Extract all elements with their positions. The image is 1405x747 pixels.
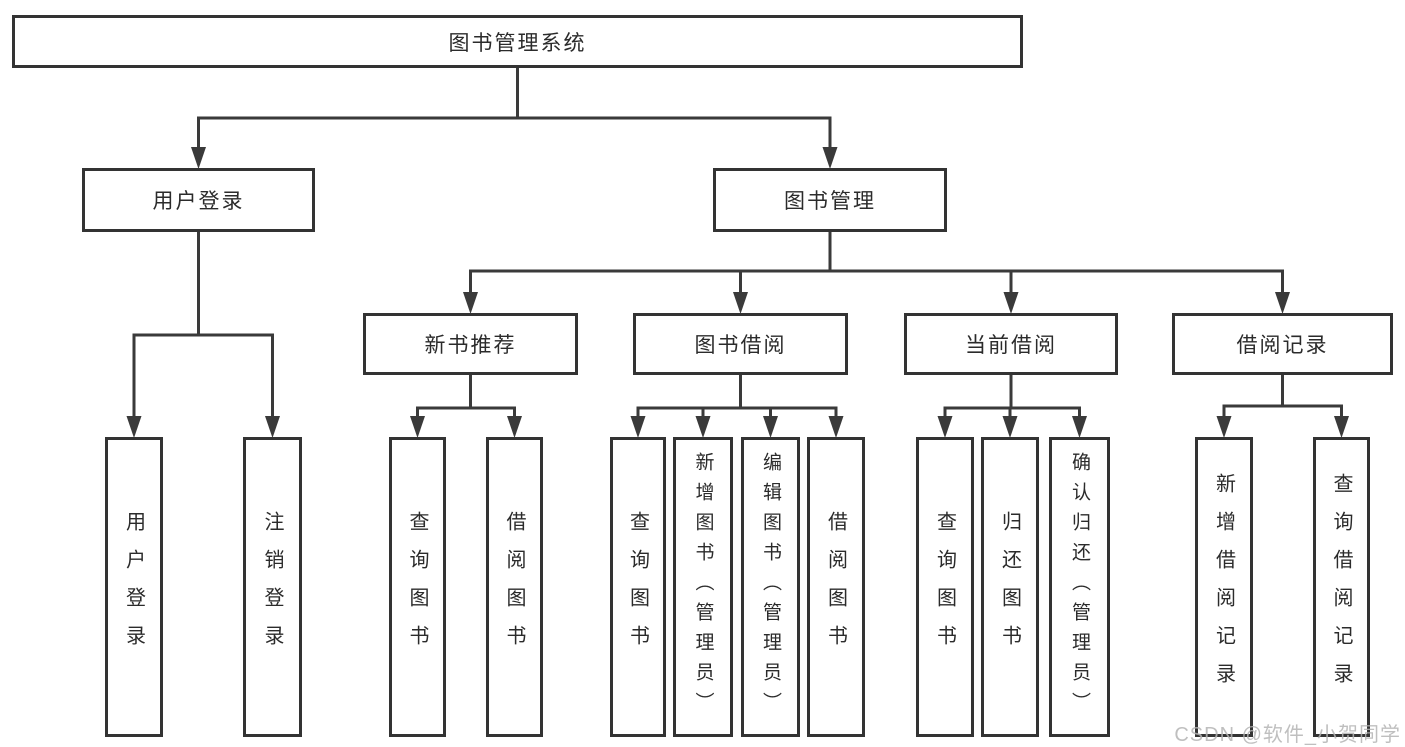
arrow-down-icon xyxy=(265,416,280,438)
arrow-down-icon xyxy=(733,292,748,314)
arrow-down-icon xyxy=(507,416,522,438)
node-borrow-records: 借阅记录 xyxy=(1172,313,1393,375)
node-label-bb-borrow-books: 借阅图书 xyxy=(824,511,847,663)
node-current-borrow: 当前借阅 xyxy=(904,313,1118,375)
node-bb-query-books: 查询图书 xyxy=(610,437,666,737)
arrow-down-icon xyxy=(1002,416,1018,438)
arrow-down-icon xyxy=(822,147,838,169)
node-label-br-query-record: 查询借阅记录 xyxy=(1330,473,1352,701)
node-bb-add-books-admin: 新增图书（管理员） xyxy=(673,437,733,737)
node-nb-query-books: 查询图书 xyxy=(389,437,446,737)
node-user-login: 用户登录 xyxy=(82,168,315,232)
node-label-user-login: 用户登录 xyxy=(152,190,245,213)
arrow-down-icon xyxy=(463,292,478,314)
node-label-book-management: 图书管理 xyxy=(784,190,876,213)
arrow-down-icon xyxy=(1216,416,1232,438)
node-label-cb-confirm-return-admin: 确认归还（管理员） xyxy=(1069,452,1090,722)
node-label-borrow-records: 借阅记录 xyxy=(1236,334,1329,357)
node-label-cb-return-books: 归还图书 xyxy=(998,511,1021,663)
node-bb-edit-books-admin: 编辑图书（管理员） xyxy=(741,437,800,737)
node-label-nb-borrow-books: 借阅图书 xyxy=(503,511,525,663)
node-label-new-book-recommend: 新书推荐 xyxy=(424,334,517,357)
arrow-down-icon xyxy=(126,416,142,438)
arrow-down-icon xyxy=(1003,292,1019,314)
node-label-book-borrow: 图书借阅 xyxy=(694,334,787,357)
node-logout-action: 注销登录 xyxy=(243,437,302,737)
node-cb-confirm-return-admin: 确认归还（管理员） xyxy=(1049,437,1110,737)
arrow-down-icon xyxy=(630,416,646,438)
arrow-down-icon xyxy=(695,416,711,438)
node-label-bb-edit-books-admin: 编辑图书（管理员） xyxy=(760,452,781,722)
arrow-down-icon xyxy=(410,416,425,438)
node-label-bb-query-books: 查询图书 xyxy=(626,511,649,663)
node-book-management: 图书管理 xyxy=(713,168,947,232)
arrow-down-icon xyxy=(1275,292,1290,314)
node-br-add-record: 新增借阅记录 xyxy=(1195,437,1253,737)
arrow-down-icon xyxy=(828,416,844,438)
node-label-logout-action: 注销登录 xyxy=(261,511,283,663)
arrow-down-icon xyxy=(763,416,778,438)
node-cb-query-books: 查询图书 xyxy=(916,437,974,737)
arrow-down-icon xyxy=(1334,416,1349,438)
arrow-down-icon xyxy=(191,147,206,169)
watermark: CSDN @软件_小贺同学 xyxy=(1174,724,1401,746)
node-label-login-action: 用户登录 xyxy=(122,511,145,663)
arrow-down-icon xyxy=(1072,416,1087,438)
node-new-book-recommend: 新书推荐 xyxy=(363,313,578,375)
node-label-system: 图书管理系统 xyxy=(448,31,587,55)
node-label-nb-query-books: 查询图书 xyxy=(406,511,428,663)
node-system: 图书管理系统 xyxy=(12,15,1023,68)
node-label-br-add-record: 新增借阅记录 xyxy=(1212,473,1235,701)
node-bb-borrow-books: 借阅图书 xyxy=(807,437,865,737)
node-book-borrow: 图书借阅 xyxy=(633,313,848,375)
arrow-down-icon xyxy=(937,416,953,438)
node-login-action: 用户登录 xyxy=(105,437,163,737)
node-br-query-record: 查询借阅记录 xyxy=(1313,437,1370,737)
node-label-bb-add-books-admin: 新增图书（管理员） xyxy=(692,452,714,722)
node-nb-borrow-books: 借阅图书 xyxy=(486,437,543,737)
node-label-cb-query-books: 查询图书 xyxy=(933,511,956,663)
node-label-current-borrow: 当前借阅 xyxy=(965,334,1057,357)
node-cb-return-books: 归还图书 xyxy=(981,437,1039,737)
